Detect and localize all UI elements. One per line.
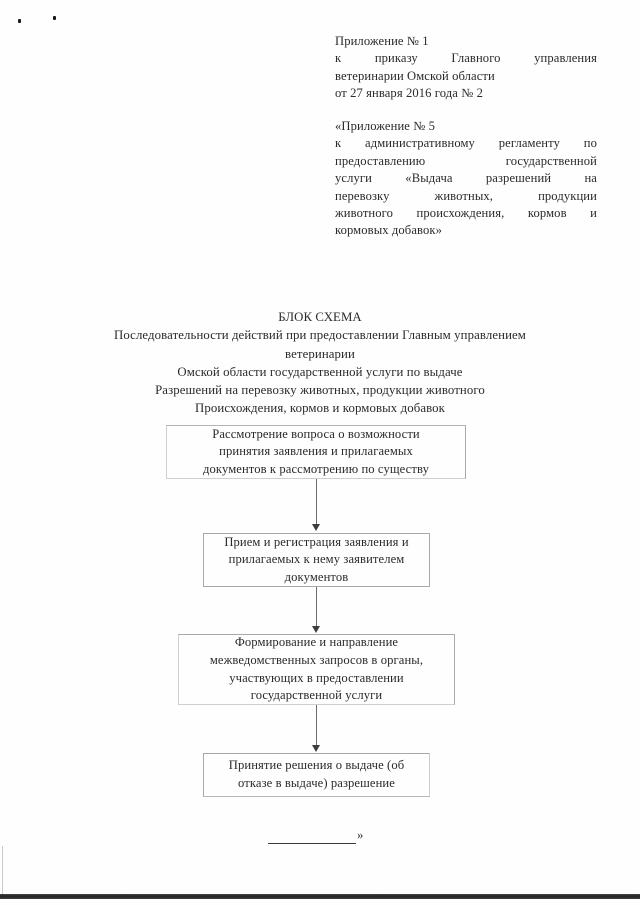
flow-connector-1	[316, 479, 317, 524]
box-4-line: отказе в выдаче) разрешение	[238, 776, 395, 790]
flowchart-box-1: Рассмотрение вопроса о возможности приня…	[166, 425, 466, 479]
header-appendix-line: кормовых добавок»	[335, 223, 442, 238]
scan-edge-bottom	[0, 894, 640, 899]
header-order-line: Приложение № 1	[335, 34, 429, 48]
flow-connector-2	[316, 587, 317, 626]
flowchart-box-3: Формирование и направление межведомствен…	[178, 634, 455, 705]
header-appendix-line: предоставлению государственной	[335, 153, 597, 168]
flow-arrowhead-3-icon	[312, 745, 320, 752]
box-3-line: Формирование и направление	[234, 635, 399, 650]
header-appendix-line: услуги «Выдача разрешений на	[335, 171, 597, 186]
header-order-reference: Приложение № 1 к приказу Главного управл…	[335, 33, 597, 103]
title-line: Разрешений на перевозку животных, продук…	[155, 383, 485, 398]
flow-arrowhead-2-icon	[312, 626, 320, 633]
box-3-line: межведомственных запросов в органы,	[209, 652, 424, 667]
box-4-line: Принятие решения о выдаче (об	[228, 758, 405, 773]
header-order-line: ветеринарии Омской области	[335, 68, 495, 83]
header-appendix-line: к административному регламенту по	[335, 136, 597, 151]
box-3-line: государственной услуги	[250, 688, 383, 703]
page-title: БЛОК СХЕМА Последовательности действий п…	[50, 308, 590, 418]
flow-connector-3	[316, 705, 317, 745]
title-line: Последовательности действий при предоста…	[114, 328, 526, 343]
scan-speck-icon	[53, 16, 56, 20]
flowchart-box-2: Прием и регистрация заявления и прилагае…	[203, 533, 430, 587]
title-line: Происхождения, кормов и кормовых добавок	[195, 401, 445, 416]
box-2-line: документов	[284, 569, 349, 584]
header-order-line: от 27 января 2016 года № 2	[335, 86, 483, 101]
flowchart-box-4: Принятие решения о выдаче (об отказе в в…	[203, 753, 430, 797]
title-line: ветеринарии	[285, 346, 355, 361]
footer-closing-quote: »	[357, 828, 364, 842]
flow-arrowhead-1-icon	[312, 524, 320, 531]
header-order-line: к приказу Главного управления	[335, 51, 597, 66]
header-appendix-line: перевозку животных, продукции	[335, 188, 597, 203]
header-appendix-line: животного происхождения, кормов и	[335, 206, 597, 221]
footer-rule	[268, 843, 356, 844]
box-1-line: документов к рассмотрению по существу	[203, 461, 429, 476]
box-2-line: прилагаемых к нему заявителем	[228, 552, 405, 567]
header-appendix-reference: «Приложение № 5 к административному регл…	[335, 118, 597, 240]
box-1-line: принятия заявления и прилагаемых	[219, 444, 413, 459]
header-appendix-line: «Приложение № 5	[335, 119, 435, 133]
scan-edge-left	[2, 846, 3, 896]
box-2-line: Прием и регистрация заявления и	[224, 534, 409, 549]
title-line: БЛОК СХЕМА	[278, 310, 362, 324]
title-line: Омской области государственной услуги по…	[177, 364, 463, 379]
box-1-line: Рассмотрение вопроса о возможности	[212, 426, 420, 441]
scan-speck-icon	[18, 19, 21, 23]
box-3-line: участвующих в предоставлении	[229, 670, 404, 685]
